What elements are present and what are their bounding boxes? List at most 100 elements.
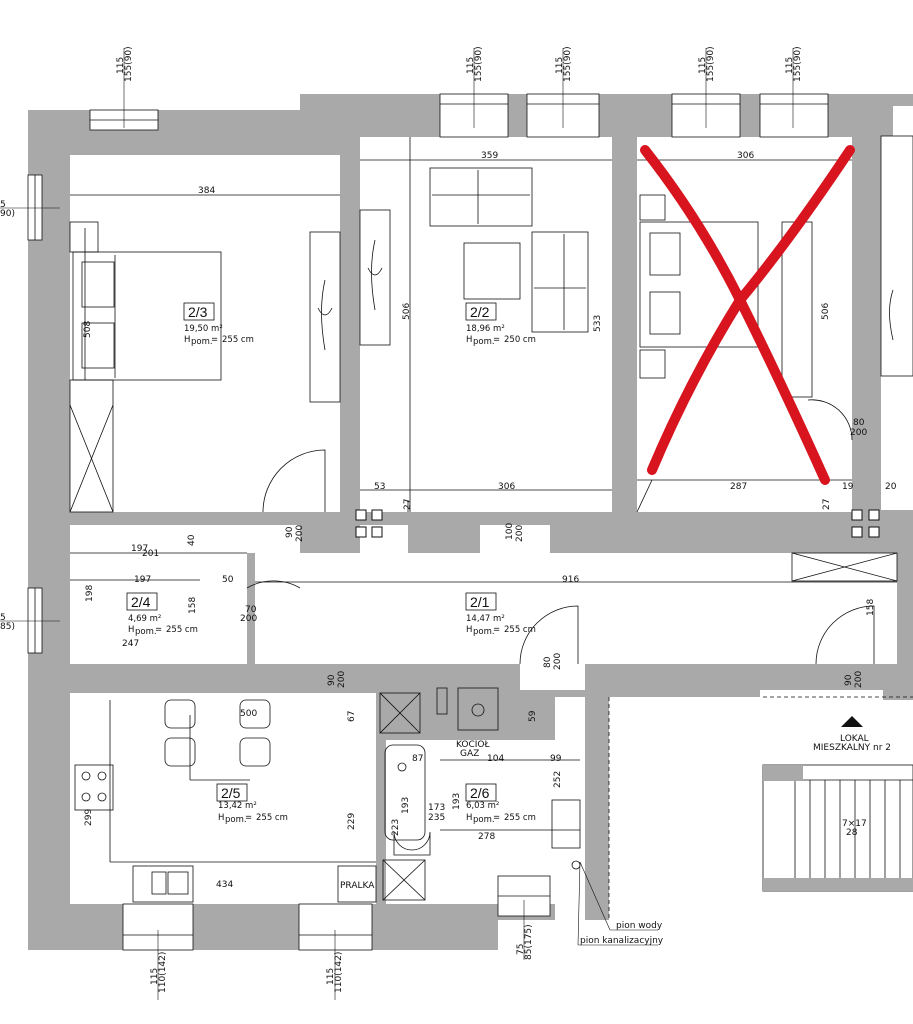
svg-text:155(90): 155(90): [793, 46, 803, 82]
svg-text:359: 359: [481, 151, 498, 161]
wall-pillar-c: [820, 512, 913, 553]
chair-2: [239, 699, 271, 729]
svg-text:110(142): 110(142): [334, 952, 344, 993]
svg-text:201: 201: [142, 549, 159, 559]
wall-24-corr: [247, 553, 255, 664]
wall-pillar-a: [300, 512, 360, 553]
windows: [27, 93, 829, 951]
svg-text:27: 27: [822, 499, 832, 510]
svg-text:87: 87: [412, 754, 423, 764]
svg-text:916: 916: [562, 575, 579, 585]
svg-text:198: 198: [85, 585, 95, 602]
room-2-4: [70, 552, 301, 589]
svg-text:90: 90: [844, 674, 854, 686]
svg-text:506: 506: [402, 303, 412, 320]
svg-text:80: 80: [543, 656, 553, 668]
room-crossed: [636, 135, 913, 513]
room-id-25: 2/5: [221, 785, 241, 801]
svg-text:287: 287: [730, 482, 747, 492]
room-hprefix-25: H: [218, 813, 224, 823]
svg-text:115: 115: [785, 57, 795, 74]
stairwell: [608, 696, 913, 920]
svg-text:434: 434: [216, 880, 233, 890]
room-hsub-22: pom.: [473, 337, 495, 347]
svg-text:115: 115: [116, 57, 126, 74]
room-id-22: 2/2: [470, 304, 490, 320]
svg-text:90): 90): [0, 209, 15, 219]
svg-text:115: 115: [555, 57, 565, 74]
gaz-label: GAZ: [460, 749, 479, 759]
room-area-22: 18,96 m²: [466, 324, 505, 334]
svg-text:=: =: [245, 813, 252, 823]
wall-3-right: [852, 390, 881, 512]
room-id-21: 2/1: [470, 594, 490, 610]
room-2-6: [379, 687, 581, 901]
room-hsub-21: pom.: [473, 627, 495, 637]
washing-machine: [337, 865, 377, 903]
svg-text:200: 200: [553, 653, 563, 670]
wall-bottom-c: [372, 904, 498, 950]
svg-text:155(90): 155(90): [474, 46, 484, 82]
room-hprefix-26: H: [466, 813, 472, 823]
svg-text:99: 99: [550, 754, 562, 764]
svg-text:=: =: [211, 335, 218, 345]
sofa-right: [531, 231, 589, 333]
svg-text:90: 90: [285, 526, 295, 538]
room-id-24: 2/4: [131, 594, 151, 610]
svg-text:252: 252: [553, 771, 563, 788]
chair-3: [164, 737, 196, 767]
corridor-closet: [791, 552, 898, 582]
wall-25-26: [376, 690, 386, 905]
wall-row2-mid: [370, 664, 520, 690]
wall-bottom-b: [193, 904, 299, 950]
wall-pillar-b: [550, 512, 650, 553]
washbasin: [551, 799, 581, 849]
svg-text:193: 193: [452, 793, 462, 810]
svg-text:40: 40: [187, 534, 197, 546]
room-area-24: 4,69 m²: [128, 614, 161, 624]
chair-4: [239, 737, 271, 767]
table-22: [463, 242, 521, 300]
svg-text:70: 70: [245, 605, 257, 615]
shower: [379, 692, 421, 734]
room-area-23: 19,50 m²: [184, 324, 223, 334]
svg-text:115: 115: [466, 57, 476, 74]
svg-text:200: 200: [240, 614, 257, 624]
wardrobe: [69, 379, 114, 513]
svg-text:85(175): 85(175): [524, 924, 534, 960]
bathtub: [384, 744, 426, 841]
room-height-26: 255 cm: [504, 813, 536, 823]
red-cross-mark: [640, 145, 855, 485]
svg-text:193: 193: [401, 797, 411, 814]
room-hsub-26: pom.: [473, 815, 495, 825]
svg-text:155(90): 155(90): [563, 46, 573, 82]
door-24: [246, 580, 301, 589]
room-hsub-25: pom.: [225, 815, 247, 825]
room-hsub-23: pom.: [191, 337, 213, 347]
svg-text:100: 100: [505, 523, 515, 540]
wall-26-right: [585, 690, 609, 920]
svg-text:19: 19: [842, 482, 854, 492]
window-3-top-b: [759, 93, 829, 138]
shower-b: [382, 859, 426, 901]
chair-1: [164, 699, 196, 729]
svg-text:50: 50: [222, 575, 234, 585]
svg-text:75: 75: [516, 944, 526, 955]
svg-text:306: 306: [498, 482, 515, 492]
svg-text:=: =: [493, 335, 500, 345]
svg-text:27: 27: [403, 499, 413, 510]
svg-text:508: 508: [83, 321, 93, 338]
dimensions: 384 508 359 506 533 53 306 27 306 506 28…: [0, 46, 897, 993]
vents: [355, 509, 880, 538]
room-hprefix-21: H: [466, 625, 472, 635]
room-hsub-24: pom.: [135, 627, 157, 637]
svg-text:200: 200: [337, 671, 347, 688]
svg-text:85): 85): [0, 622, 15, 632]
room-right-edge: [880, 135, 913, 377]
svg-text:235: 235: [428, 813, 445, 823]
walls: [28, 94, 913, 950]
room-area-26: 6,03 m²: [466, 801, 499, 811]
boiler: [457, 687, 499, 731]
svg-text:223: 223: [391, 819, 401, 836]
